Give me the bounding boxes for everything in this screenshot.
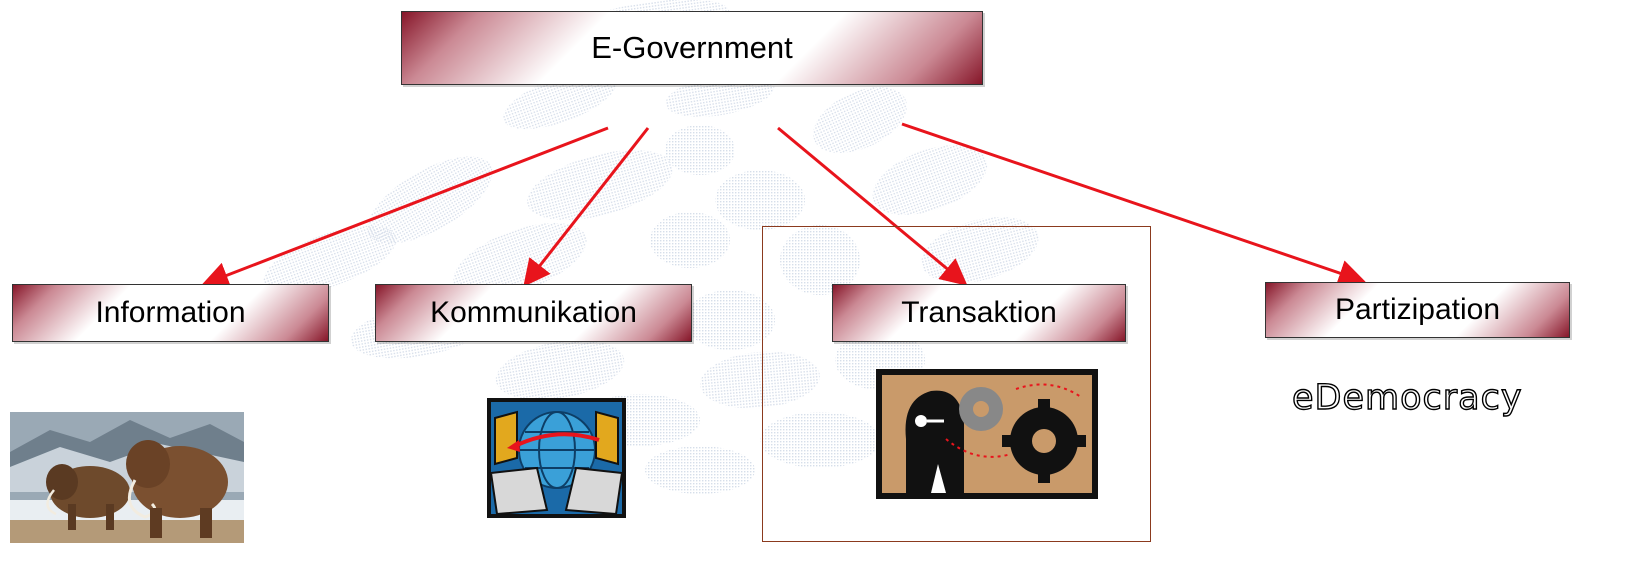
node-information: Information [12, 284, 329, 342]
person-gears-icon [876, 369, 1098, 499]
node-kommunikation-label: Kommunikation [430, 296, 637, 329]
node-kommunikation: Kommunikation [375, 284, 692, 342]
node-information-label: Information [95, 296, 246, 329]
network-computers-icon [487, 398, 626, 518]
node-transaktion: Transaktion [832, 284, 1126, 342]
transaktion-highlight-frame [762, 226, 1151, 542]
node-transaktion-label: Transaktion [901, 296, 1057, 329]
edemocracy-label: eDemocracy [1291, 377, 1523, 418]
node-partizipation: Partizipation [1265, 282, 1570, 338]
root-node-label: E-Government [591, 30, 793, 65]
node-partizipation-label: Partizipation [1334, 293, 1501, 326]
mammoth-image [10, 412, 244, 543]
root-node-e-government: E-Government [401, 11, 983, 85]
